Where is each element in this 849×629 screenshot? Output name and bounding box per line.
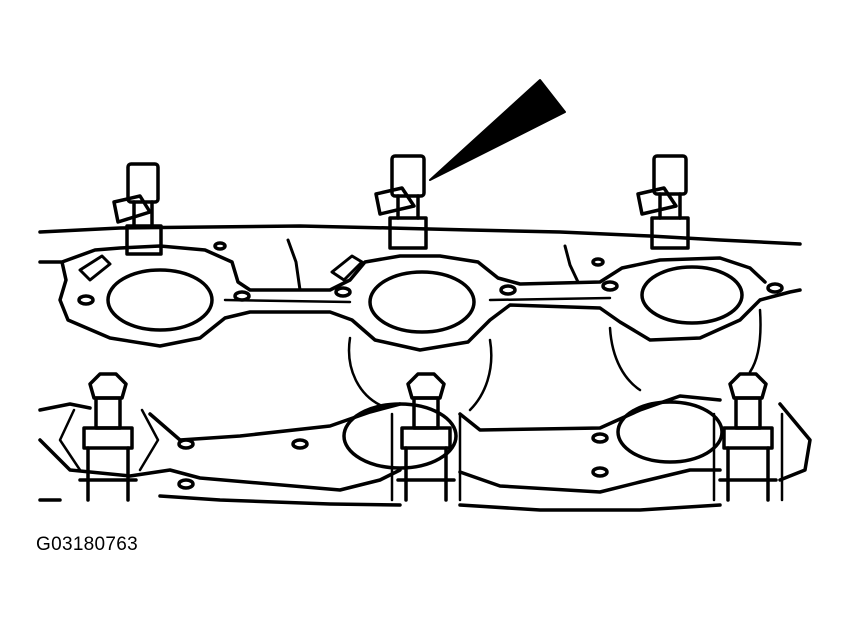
upper-bolt-hole <box>591 257 605 267</box>
stud-bolt-icon <box>406 372 446 400</box>
lower-bolt-hole <box>177 478 195 490</box>
upper-bolt-hole <box>766 282 784 294</box>
upper-manifold-gasket <box>38 224 802 352</box>
lower-port-2 <box>616 400 724 464</box>
fuel-injector-1 <box>112 162 163 256</box>
lower-bolt-hole <box>177 438 195 450</box>
manifold-runner-arcs <box>347 308 762 412</box>
lower-port-1 <box>342 402 458 470</box>
lower-bolt-hole <box>291 438 309 450</box>
upper-gasket-outline <box>38 224 802 352</box>
lower-manifold-gasket <box>38 394 812 512</box>
fuel-injector-2 <box>374 154 428 250</box>
upper-bolt-hole <box>601 280 619 292</box>
upper-port-2 <box>368 270 476 334</box>
upper-slot <box>330 254 364 282</box>
stud-bolt-2 <box>390 372 462 502</box>
stud-bolt-icon <box>88 372 128 400</box>
upper-bolt-hole <box>77 294 95 306</box>
upper-bolt-hole <box>334 286 352 298</box>
upper-bolt-hole <box>499 284 517 296</box>
arrow-icon <box>429 79 566 181</box>
lower-bolt-hole <box>591 466 609 478</box>
fuel-injector-3 <box>636 154 690 250</box>
upper-bolt-hole <box>233 290 251 302</box>
lower-gasket-outline <box>38 394 812 512</box>
lower-bolt-hole <box>591 432 609 444</box>
stud-bolt-icon <box>728 372 768 400</box>
upper-rib <box>286 238 580 292</box>
stud-bolt-1 <box>58 372 160 502</box>
figure-code: G03180763 <box>36 534 139 555</box>
upper-gasket-inner-line <box>223 296 612 304</box>
upper-bolt-hole <box>213 241 227 251</box>
upper-slot <box>78 254 112 282</box>
stud-bolt-3 <box>712 372 784 502</box>
upper-port-1 <box>106 268 214 332</box>
upper-port-3 <box>640 265 744 325</box>
